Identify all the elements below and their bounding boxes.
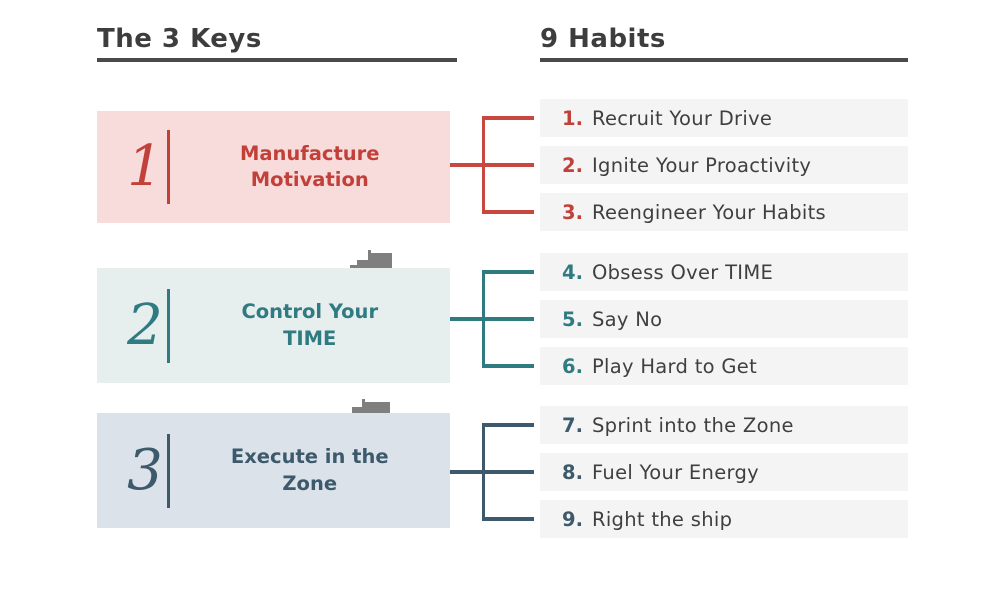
- key-box-control-your-time: 2 Control Your TIME: [97, 268, 450, 383]
- habit-number: 4.: [562, 260, 583, 284]
- key-title-wrap: Manufacture Motivation: [170, 141, 451, 194]
- habit-row: 3. Reengineer Your Habits: [540, 193, 908, 231]
- habit-number: 3.: [562, 200, 583, 224]
- key-number-divider: [167, 288, 170, 363]
- habit-number: 7.: [562, 413, 583, 437]
- keys-column-header: The 3 Keys: [97, 24, 262, 54]
- key-box-execute-in-the-zone: 3 Execute in the Zone: [97, 413, 450, 528]
- connector-line-key1-vertical: [481, 116, 485, 214]
- habit-number: 6.: [562, 354, 583, 378]
- habit-title: Right the ship: [591, 507, 733, 531]
- key-number: 1: [127, 134, 163, 199]
- habits-header-underline: [540, 58, 908, 62]
- habit-title: Say No: [591, 307, 663, 331]
- key-title: Manufacture Motivation: [239, 141, 380, 191]
- connector-line-key1-mid: [450, 163, 534, 167]
- key-number: 3: [127, 437, 163, 503]
- habit-row: 5. Say No: [540, 300, 908, 338]
- key-number-divider: [167, 433, 170, 508]
- keys-header-underline: [97, 58, 457, 62]
- habit-row: 2. Ignite Your Proactivity: [540, 146, 908, 184]
- connector-line-key1-top: [481, 116, 534, 120]
- habit-row: 7. Sprint into the Zone: [540, 406, 908, 444]
- habit-number: 2.: [562, 153, 583, 177]
- key-title-wrap: Control Your TIME: [170, 299, 451, 352]
- connector-line-key2-top: [481, 270, 534, 274]
- key-title: Execute in the Zone: [230, 445, 389, 495]
- habit-number: 8.: [562, 460, 583, 484]
- habit-row: 9. Right the ship: [540, 500, 908, 538]
- habit-number: 9.: [562, 507, 583, 531]
- connector-line-key2-bottom: [481, 364, 534, 368]
- connector-line-key3-vertical: [481, 423, 485, 521]
- habit-title: Sprint into the Zone: [591, 413, 794, 437]
- connector-line-key2-vertical: [481, 270, 485, 368]
- ship-icon: [352, 399, 390, 413]
- habit-number: 1.: [562, 106, 583, 130]
- connector-line-key3-bottom: [481, 517, 534, 521]
- key-title: Control Your TIME: [241, 300, 379, 350]
- key-box-manufacture-motivation: 1 Manufacture Motivation: [97, 111, 450, 223]
- connector-line-key3-mid: [450, 470, 534, 474]
- habit-title: Reengineer Your Habits: [591, 200, 827, 224]
- habit-title: Play Hard to Get: [591, 354, 758, 378]
- habit-title: Fuel Your Energy: [591, 460, 760, 484]
- connector-line-key3-top: [481, 423, 534, 427]
- habit-row: 6. Play Hard to Get: [540, 347, 908, 385]
- habit-title: Obsess Over TIME: [591, 260, 774, 284]
- habits-column-header: 9 Habits: [540, 24, 666, 54]
- habit-row: 4. Obsess Over TIME: [540, 253, 908, 291]
- habit-title: Ignite Your Proactivity: [591, 153, 812, 177]
- habit-row: 8. Fuel Your Energy: [540, 453, 908, 491]
- key-title-wrap: Execute in the Zone: [170, 444, 451, 497]
- connector-line-key2-mid: [450, 317, 534, 321]
- key-number-divider: [167, 130, 170, 204]
- connector-line-key1-bottom: [481, 210, 534, 214]
- habit-row: 1. Recruit Your Drive: [540, 99, 908, 137]
- habit-number: 5.: [562, 307, 583, 331]
- ship-icon: [350, 250, 392, 268]
- key-number: 2: [127, 292, 163, 358]
- habit-title: Recruit Your Drive: [591, 106, 773, 130]
